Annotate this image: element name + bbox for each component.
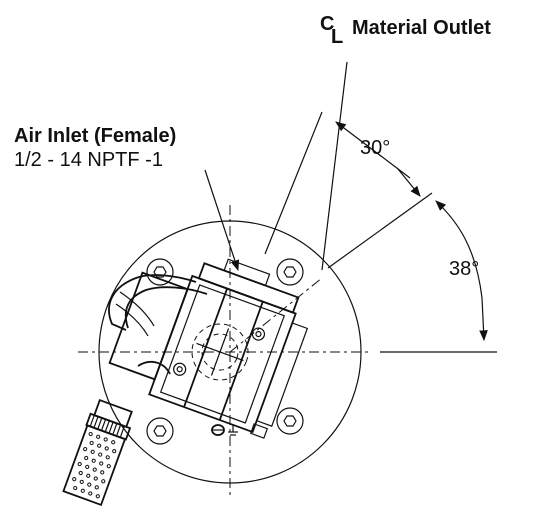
air-inlet-spec: 1/2 - 14 NPTF -1 [14,149,163,171]
air-inlet-title: Air Inlet (Female) [14,125,176,147]
muffler-perforations [72,431,117,499]
muffler-assembly [62,398,133,507]
outlet-extension-line [264,111,323,255]
pump-body [108,258,309,434]
material-outlet-label: Material Outlet [352,17,491,39]
air-inlet-elbow [108,274,208,375]
cl-symbol-c: C [320,13,334,35]
angle-30-label: 30° [360,137,390,159]
bolt-top-right [276,258,304,286]
bolt-bottom-left [146,417,174,445]
ground-screw [211,424,238,436]
angle-38-arc [435,200,488,342]
bolt-bottom-right [276,407,304,435]
angle-30-arc-extension [397,168,421,197]
angle-30-arc [335,121,411,179]
angle-38-label: 38° [449,258,479,280]
bolt-top-left [146,258,174,286]
cl-symbol-l: L [331,26,343,48]
outlet-port-block [249,423,269,439]
outlet-centerline [229,277,323,353]
air-inlet-leader [204,169,240,272]
material-outlet-leader [321,61,348,271]
angle-38-reference-line [327,192,433,269]
